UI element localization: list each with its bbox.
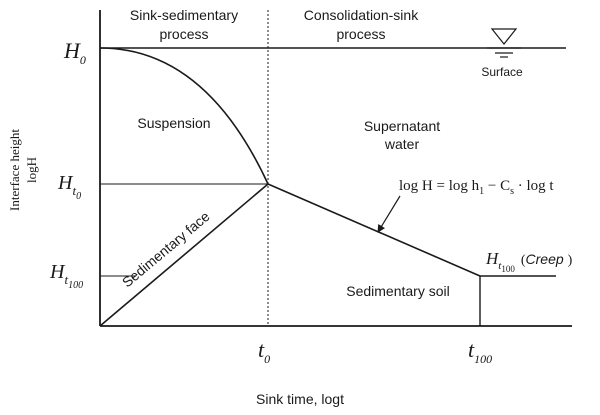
- y-axis-label-line1: Interface height: [7, 129, 22, 211]
- surface-label: Surface: [481, 65, 523, 79]
- equation-arrow: [377, 195, 401, 233]
- sedimentary-face-line: [99, 183, 269, 327]
- sedimentary-face-label: Sedimentary face: [119, 208, 213, 290]
- y-tick-ht0: Ht0: [57, 172, 81, 202]
- header-left-line2: process: [159, 26, 208, 42]
- sedimentary-soil-label: Sedimentary soil: [346, 283, 450, 299]
- y-tick-ht100: Ht100: [49, 261, 83, 291]
- water-surface-icon: [487, 28, 521, 58]
- consolidation-line: [267, 183, 481, 277]
- y-tick-h0: H0: [63, 38, 86, 67]
- x-axis-label: Sink time, logt: [256, 391, 344, 407]
- x-tick-t100: t100: [468, 337, 492, 366]
- creep-label: Ht100(Creep): [485, 249, 573, 274]
- y-axis-label-line2: logH: [24, 157, 39, 183]
- header-right-line2: process: [336, 26, 385, 42]
- suspension-label: Suspension: [137, 115, 210, 131]
- supernatant-label-line2: water: [384, 136, 420, 152]
- x-tick-t0: t0: [258, 337, 270, 366]
- supernatant-label-line1: Supernatant: [364, 118, 440, 134]
- header-right-line1: Consolidation-sink: [304, 7, 419, 23]
- settling-curve: [99, 47, 269, 185]
- header-left-line1: Sink-sedimentary: [130, 7, 238, 23]
- consolidation-equation: log H = log h1 − Cs · log t: [399, 178, 554, 197]
